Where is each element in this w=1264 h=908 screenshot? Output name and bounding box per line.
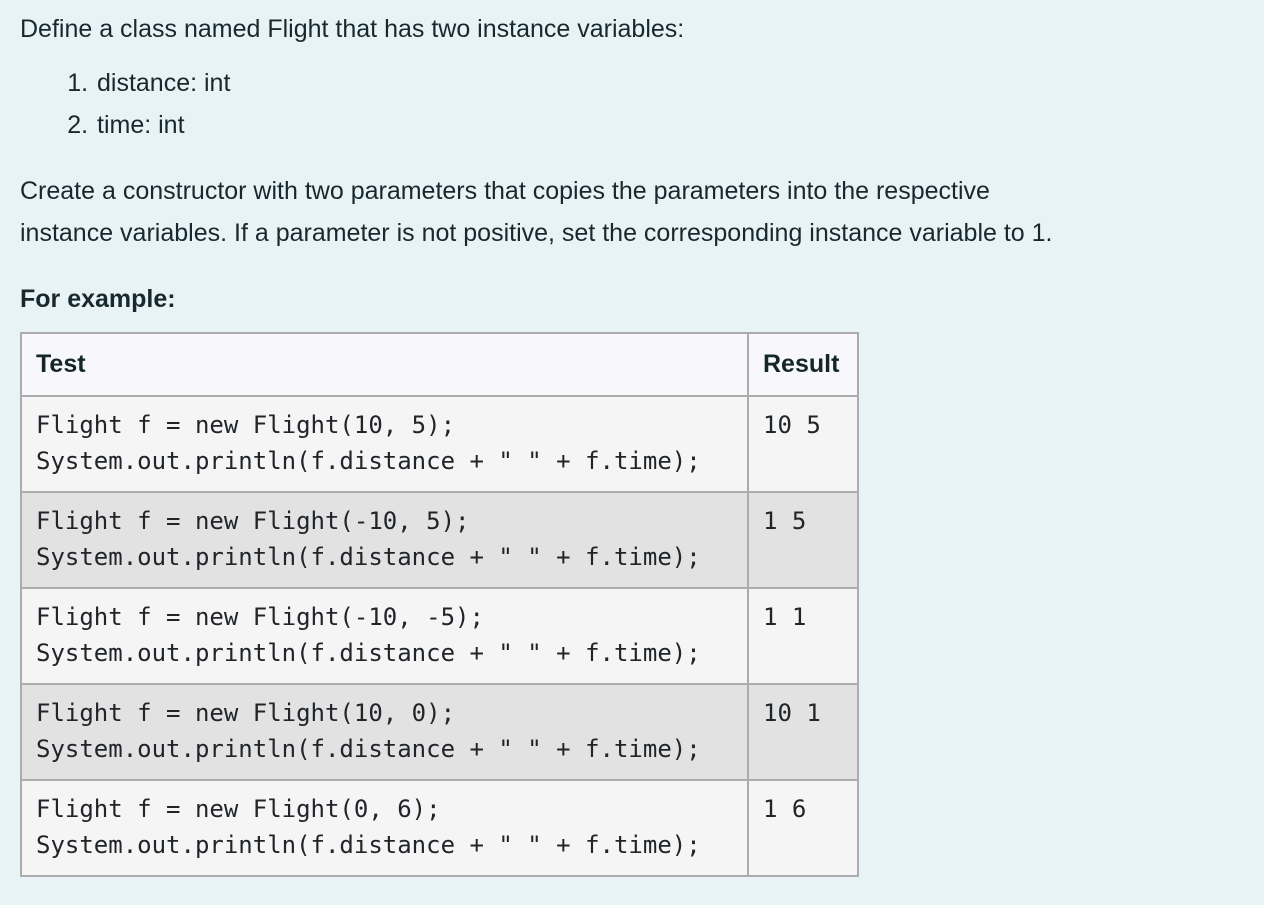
code-line: Flight f = new Flight(10, 5);	[36, 411, 456, 439]
code-line: Flight f = new Flight(10, 0);	[36, 699, 456, 727]
result-cell: 1 1	[747, 587, 859, 685]
result-cell: 10 1	[747, 683, 859, 781]
example-label: For example:	[20, 285, 176, 313]
table-row: Flight f = new Flight(10, 0); System.out…	[20, 683, 859, 781]
test-column-header: Test	[20, 332, 749, 397]
code-line: System.out.println(f.distance + " " + f.…	[36, 543, 701, 571]
result-value: 1 5	[763, 507, 807, 535]
result-cell: 1 5	[747, 491, 859, 589]
test-cell: Flight f = new Flight(10, 0); System.out…	[20, 683, 749, 781]
problem-statement-page: Define a class named Flight that has two…	[0, 0, 1264, 877]
result-cell: 1 6	[747, 779, 859, 877]
test-cell: Flight f = new Flight(-10, 5); System.ou…	[20, 491, 749, 589]
examples-table: Test Result Flight f = new Flight(10, 5)…	[20, 332, 859, 877]
constructor-description: Create a constructor with two parameters…	[20, 170, 1244, 254]
result-value: 10 1	[763, 699, 821, 727]
result-value: 1 6	[763, 795, 807, 823]
test-cell: Flight f = new Flight(-10, -5); System.o…	[20, 587, 749, 685]
result-value: 1 1	[763, 603, 807, 631]
code-line: Flight f = new Flight(-10, -5);	[36, 603, 484, 631]
code-line: Flight f = new Flight(0, 6);	[36, 795, 441, 823]
code-line: Flight f = new Flight(-10, 5);	[36, 507, 470, 535]
result-column-header: Result	[747, 332, 859, 397]
examples-table-body: Flight f = new Flight(10, 5); System.out…	[20, 395, 859, 877]
problem-intro: Define a class named Flight that has two…	[20, 15, 685, 43]
header-row: Test Result	[20, 332, 859, 397]
code-line: System.out.println(f.distance + " " + f.…	[36, 735, 701, 763]
code-line: System.out.println(f.distance + " " + f.…	[36, 639, 701, 667]
list-item-time: time: int	[95, 104, 1244, 146]
result-value: 10 5	[763, 411, 821, 439]
table-row: Flight f = new Flight(-10, -5); System.o…	[20, 587, 859, 685]
bottom-edge-strip	[0, 905, 1264, 908]
instance-variables-list: distance: int time: int	[20, 62, 1244, 146]
result-cell: 10 5	[747, 395, 859, 493]
table-row: Flight f = new Flight(10, 5); System.out…	[20, 395, 859, 493]
description-line-1: Create a constructor with two parameters…	[20, 177, 990, 205]
table-row: Flight f = new Flight(0, 6); System.out.…	[20, 779, 859, 877]
list-item-distance: distance: int	[95, 62, 1244, 104]
test-cell: Flight f = new Flight(10, 5); System.out…	[20, 395, 749, 493]
description-line-2: instance variables. If a parameter is no…	[20, 219, 1053, 247]
code-line: System.out.println(f.distance + " " + f.…	[36, 447, 701, 475]
code-line: System.out.println(f.distance + " " + f.…	[36, 831, 701, 859]
test-cell: Flight f = new Flight(0, 6); System.out.…	[20, 779, 749, 877]
examples-table-head: Test Result	[20, 332, 859, 397]
table-row: Flight f = new Flight(-10, 5); System.ou…	[20, 491, 859, 589]
